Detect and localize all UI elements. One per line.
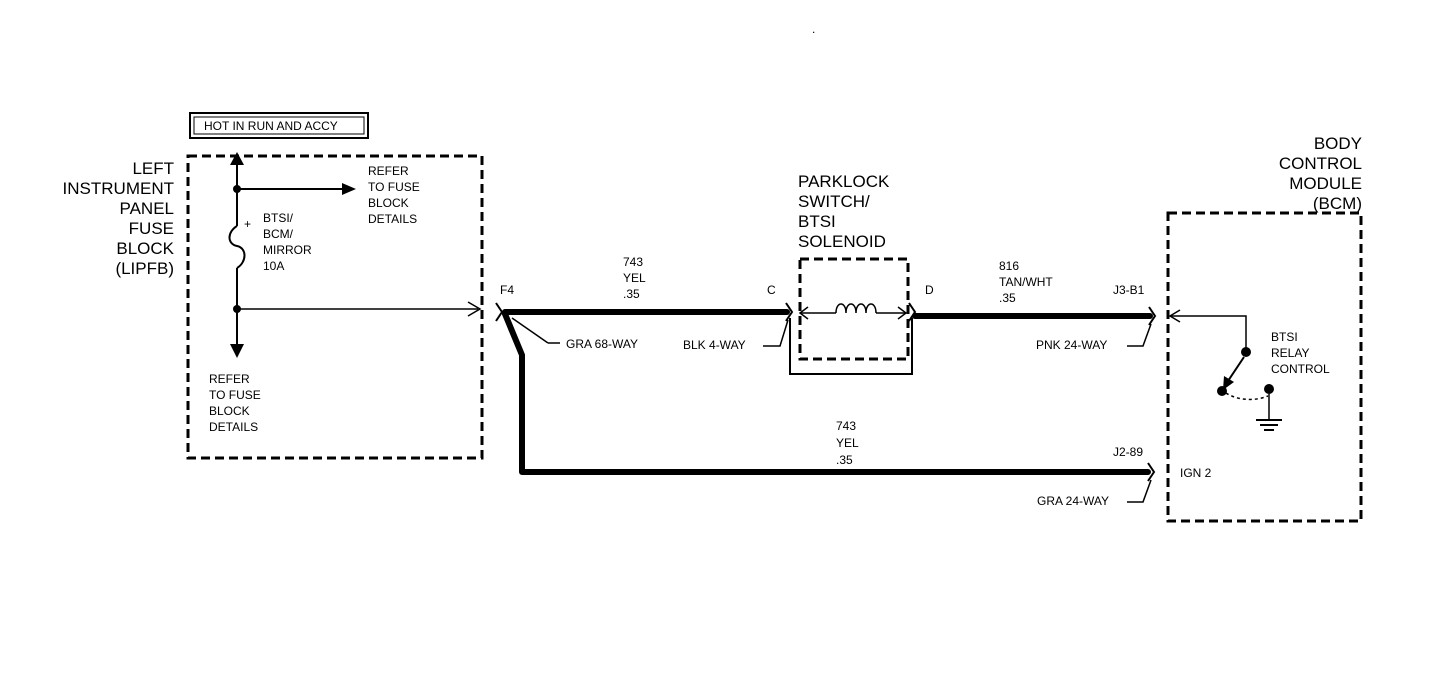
refer-bottom-line-3: BLOCK: [209, 404, 250, 418]
j3b1-chevron-icon: [1148, 306, 1157, 326]
wire-816-color: TAN/WHT: [999, 275, 1053, 289]
gra24-label: GRA 24-WAY: [1037, 494, 1109, 508]
relay-contact-top: [1241, 347, 1251, 357]
j289-chevron-icon: [1147, 462, 1156, 482]
connector-c: C BLK 4-WAY: [683, 283, 794, 352]
f4-chevron-icon: [495, 302, 504, 322]
parklock-switch: PARKLOCK SWITCH/ BTSI SOLENOID: [789, 172, 917, 375]
arrow-down-icon: [230, 344, 244, 358]
bcm-title-line-4: (BCM): [1313, 194, 1362, 213]
fuse-label-line-4: 10A: [263, 259, 284, 273]
hot-label-box-inner: [193, 116, 365, 135]
wire-743-top-num: 743: [623, 255, 643, 269]
gra24-leader: [1127, 479, 1152, 503]
blk4-label: BLK 4-WAY: [683, 338, 746, 352]
relay-label-line-1: BTSI: [1271, 330, 1298, 344]
switch-outline: [798, 257, 910, 361]
gra68-label: GRA 68-WAY: [566, 337, 638, 351]
hot-label: HOT IN RUN AND ACCY: [204, 119, 338, 133]
switch-title-line-4: SOLENOID: [798, 232, 886, 251]
connector-j2-89: J2-89 GRA 24-WAY: [1037, 445, 1156, 508]
wire-743-top-color: YEL: [623, 271, 646, 285]
bcm-title-line-2: CONTROL: [1279, 154, 1362, 173]
ground-contact: [1264, 384, 1274, 394]
relay-contact-bottom: [1217, 386, 1227, 396]
blk4-leader: [763, 319, 789, 347]
fuse-block-outline: [186, 154, 484, 460]
wire-743-bottom: [502, 311, 1151, 475]
d-label: D: [925, 283, 934, 297]
wire-743-bottom-color: YEL: [836, 436, 859, 450]
fuse-block-title-line-2: INSTRUMENT: [63, 179, 174, 198]
c-chevron-icon: [785, 302, 794, 322]
wire-743-top-size: .35: [623, 287, 640, 301]
fuse-plus: +: [244, 217, 251, 231]
fuse-block: LEFT INSTRUMENT PANEL FUSE BLOCK (LIPFB)…: [63, 112, 484, 460]
switch-housing-line: [789, 318, 913, 375]
fuse-label-line-1: BTSI/: [263, 211, 294, 225]
fuse-block-title-line-5: BLOCK: [116, 239, 174, 258]
pnk24-leader: [1127, 323, 1152, 347]
relay-label-line-3: CONTROL: [1271, 362, 1330, 376]
fuse-block-title-line-4: FUSE: [129, 219, 174, 238]
refer-top-line-3: BLOCK: [368, 196, 409, 210]
fuse-label-line-3: MIRROR: [263, 243, 312, 257]
ign2-label: IGN 2: [1180, 466, 1212, 480]
refer-top-line-2: TO FUSE: [368, 180, 420, 194]
f4-label: F4: [500, 283, 514, 297]
c-label: C: [767, 283, 776, 297]
refer-bottom-line-4: DETAILS: [209, 420, 258, 434]
gra68-leader: [511, 317, 549, 344]
refer-top-line-1: REFER: [368, 164, 409, 178]
fuse-block-title-line-1: LEFT: [132, 159, 174, 178]
stray-mark: .: [812, 22, 815, 36]
feed-arrow-icon: [467, 301, 482, 317]
switch-title-line-2: SWITCH/: [798, 192, 870, 211]
fuse-block-title-line-3: PANEL: [120, 199, 175, 218]
pnk24-label: PNK 24-WAY: [1036, 338, 1107, 352]
d-chevron-icon: [908, 302, 917, 322]
coil-icon: [835, 303, 877, 314]
fuse-block-title-line-6: (LIPFB): [115, 259, 174, 278]
relay-dotted-link: [1225, 392, 1269, 401]
relay-arrow-icon: [1223, 376, 1234, 390]
fuse-icon: [228, 225, 246, 269]
refer-top-line-4: DETAILS: [368, 212, 417, 226]
wire-743-bottom-size: .35: [836, 453, 853, 467]
arrow-up-icon: [230, 152, 244, 165]
j3b1-label: J3-B1: [1113, 283, 1145, 297]
relay-label-line-2: RELAY: [1271, 346, 1309, 360]
arrow-right-icon: [342, 183, 356, 195]
switch-title-line-3: BTSI: [798, 212, 836, 231]
connector-j3-b1: J3-B1 PNK 24-WAY: [1036, 283, 1157, 352]
switch-title-line-1: PARKLOCK: [798, 172, 890, 191]
coil-arrow-left-icon: [798, 306, 809, 320]
body-control-module: BODY CONTROL MODULE (BCM) BTSI RELAY CON…: [1166, 134, 1363, 523]
wire-816-size: .35: [999, 291, 1016, 305]
refer-bottom-line-1: REFER: [209, 372, 250, 386]
fuse-label-line-2: BCM/: [263, 227, 294, 241]
bcm-title-line-3: MODULE: [1289, 174, 1362, 193]
bcm-title-line-1: BODY: [1314, 134, 1362, 153]
coil-arrow-right-icon: [897, 306, 908, 320]
connector-f4: F4 GRA 68-WAY: [495, 283, 638, 351]
wire-743-bottom-num: 743: [836, 419, 856, 433]
bcm-relay-wire: [1170, 315, 1247, 351]
bcm-outline: [1166, 211, 1363, 523]
refer-bottom-line-2: TO FUSE: [209, 388, 261, 402]
j289-label: J2-89: [1113, 445, 1143, 459]
wire-816-num: 816: [999, 259, 1019, 273]
